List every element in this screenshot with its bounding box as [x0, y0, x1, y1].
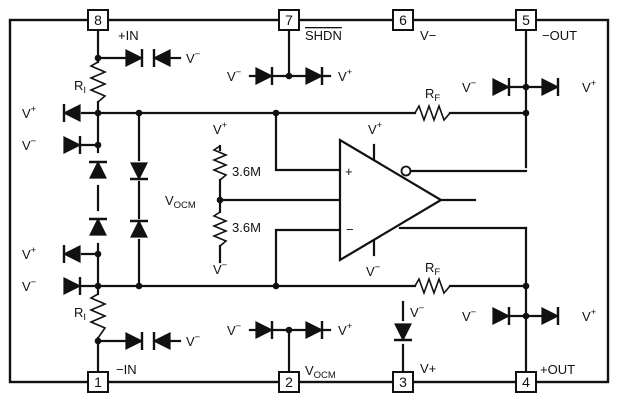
svg-text:V+: V+ — [420, 361, 436, 376]
pin-5: 5 −OUT — [515, 9, 577, 43]
junction-dots — [94, 54, 530, 345]
svg-text:V+: V+ — [582, 78, 597, 95]
svg-text:V+: V+ — [582, 307, 597, 324]
svg-text:V+: V+ — [338, 321, 353, 338]
svg-text:V−: V− — [213, 260, 228, 277]
pin-8: 8 +IN — [87, 9, 139, 43]
svg-text:7: 7 — [285, 12, 293, 28]
resistor-ri-bottom — [88, 293, 108, 339]
svg-text:V−: V− — [462, 307, 477, 324]
svg-text:+IN: +IN — [118, 28, 139, 43]
differential-amplifier — [338, 138, 444, 262]
pin-4: 4 +OUT — [515, 362, 575, 393]
svg-text:V+: V+ — [213, 120, 228, 137]
inverting-output-bubble — [400, 165, 412, 177]
label-rf-top: RF — [425, 86, 440, 104]
svg-text:V−: V− — [410, 303, 425, 320]
resistor-divider-bottom — [211, 211, 229, 247]
resistor-ri-top — [88, 61, 108, 103]
svg-text:2: 2 — [285, 374, 293, 390]
label-divider-top: 3.6M — [232, 164, 261, 179]
amp-plus-sign: + — [345, 164, 353, 179]
pin-1: 1 −IN — [87, 362, 137, 393]
svg-text:V−: V− — [22, 277, 37, 294]
label-rf-bottom: RF — [425, 260, 440, 278]
supply-labels: V− V− V+ V− V+ V− V− V+ V− V+ V+ V− V+ V… — [22, 49, 597, 349]
pin-3: 3 V+ — [392, 361, 436, 393]
svg-text:V−: V− — [227, 321, 242, 338]
amp-minus-sign: − — [346, 222, 354, 237]
svg-text:1: 1 — [94, 374, 102, 390]
pin-2: 2 VOCM — [278, 363, 336, 393]
resistor-rf-top — [414, 103, 451, 123]
label-ri-bottom: RI — [74, 305, 86, 323]
svg-text:4: 4 — [522, 374, 530, 390]
pin-6: 6 V− — [392, 9, 436, 43]
svg-text:V+: V+ — [22, 104, 37, 121]
resistor-rf-bottom — [414, 276, 451, 296]
resistor-divider-top — [211, 145, 229, 181]
svg-text:SHDN: SHDN — [305, 28, 342, 43]
svg-text:V−: V− — [227, 67, 242, 84]
svg-text:V−: V− — [22, 136, 37, 153]
svg-text:V−: V− — [186, 49, 201, 66]
label-divider-bottom: 3.6M — [232, 220, 261, 235]
package-outline — [8, 18, 610, 384]
svg-text:V+: V+ — [338, 67, 353, 84]
svg-text:+OUT: +OUT — [540, 362, 575, 377]
svg-text:−IN: −IN — [116, 362, 137, 377]
svg-text:V+: V+ — [22, 245, 37, 262]
wiring — [80, 28, 550, 374]
svg-text:VOCM: VOCM — [305, 363, 336, 381]
svg-text:V−: V− — [366, 262, 381, 279]
svg-text:−OUT: −OUT — [542, 28, 577, 43]
svg-text:V−: V− — [186, 332, 201, 349]
svg-text:V+: V+ — [368, 120, 383, 137]
svg-text:5: 5 — [522, 12, 530, 28]
svg-text:V−: V− — [420, 28, 436, 43]
svg-text:6: 6 — [399, 12, 407, 28]
pin-7: 7 SHDN — [278, 9, 342, 43]
label-ri-top: RI — [74, 78, 86, 96]
svg-text:3: 3 — [399, 374, 407, 390]
svg-text:8: 8 — [94, 12, 102, 28]
label-vocm-internal: VOCM — [165, 193, 196, 211]
svg-text:V−: V− — [462, 78, 477, 95]
